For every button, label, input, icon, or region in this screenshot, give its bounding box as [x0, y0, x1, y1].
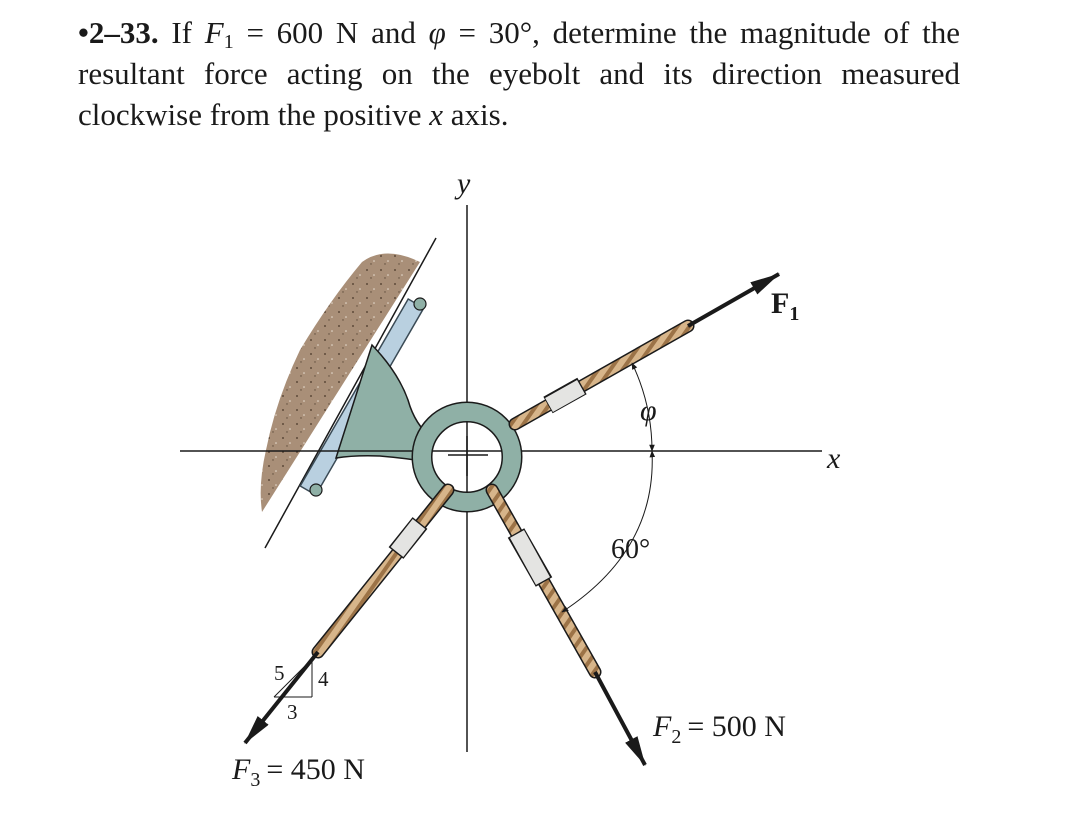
slope-triangle — [273, 658, 313, 698]
f1-value: = 600 N — [246, 15, 359, 50]
f2-label: F2= 500 N — [652, 710, 786, 748]
problem-end: axis. — [450, 97, 509, 132]
wall-surface-line — [264, 237, 437, 549]
f1-label: F1 — [771, 287, 799, 325]
f3-label: F3= 450 N — [231, 753, 365, 791]
x-symbol: x — [429, 97, 444, 132]
eyebolt-ring-fill — [413, 403, 521, 511]
and-word: and — [371, 15, 416, 50]
phi-angle-arc — [631, 362, 655, 452]
phi-value: = 30°, — [458, 15, 540, 50]
wall-hatch — [260, 253, 420, 512]
plate-bolt-bottom — [309, 483, 323, 497]
angle-60-arc — [561, 450, 656, 613]
x-axis-label: x — [826, 442, 841, 475]
slope-label-3: 3 — [287, 700, 298, 724]
slope-label-5: 5 — [274, 661, 285, 685]
f1-subscript: 1 — [223, 31, 234, 53]
problem-statement: •2–33. If F1 = 600 N and φ = 30°, determ… — [78, 12, 960, 135]
f3-rope — [311, 483, 455, 659]
phi-symbol: φ — [428, 15, 446, 50]
f1-rope — [508, 319, 695, 431]
phi-label: φ — [640, 394, 657, 427]
slope-label-4: 4 — [318, 667, 329, 691]
f1-arrow — [687, 272, 780, 328]
angle-60-label: 60° — [611, 534, 650, 565]
plate-bolt-top — [413, 297, 427, 311]
f2-arrow — [593, 671, 647, 766]
problem-lead: If — [171, 15, 193, 50]
f2-rope — [485, 483, 602, 679]
f1-symbol: F — [204, 15, 224, 50]
problem-body: determine the magnitude of the resultant… — [78, 15, 961, 132]
y-axis-label: y — [454, 167, 471, 200]
problem-number: •2–33. — [78, 15, 159, 50]
